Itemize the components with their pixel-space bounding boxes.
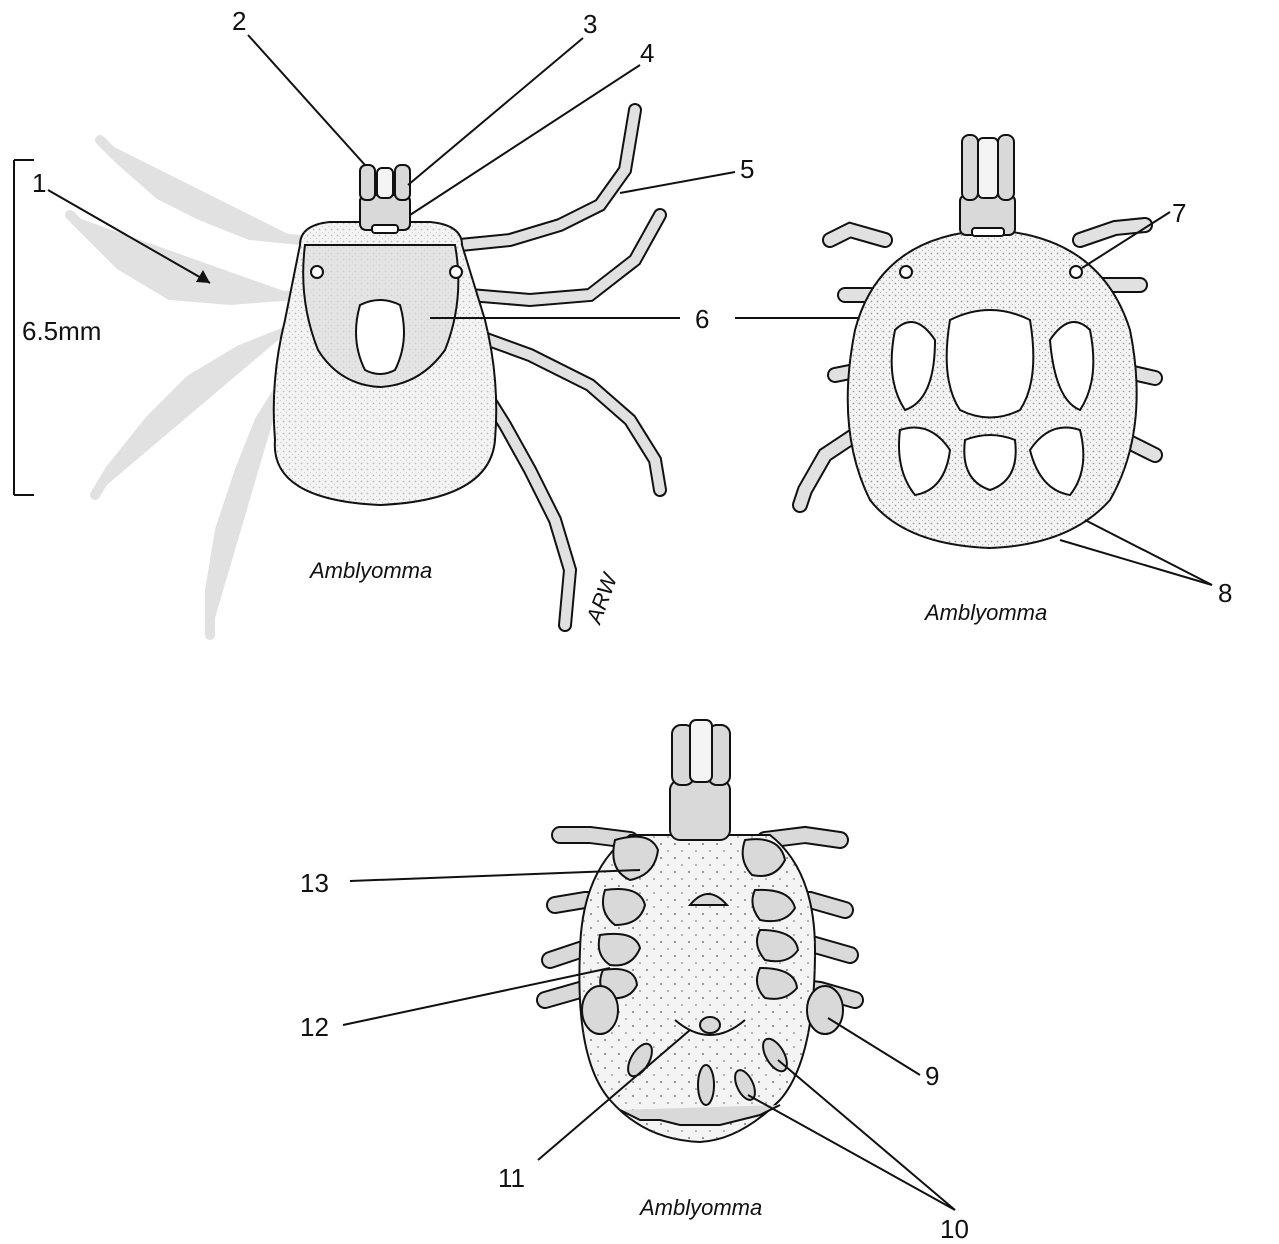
eye-left (311, 266, 323, 278)
callout-5: 5 (740, 154, 754, 184)
caption-dorsal-male: Amblyomma (308, 558, 432, 583)
scale-bar: 6.5mm (14, 160, 101, 495)
callout-8: 8 (1218, 578, 1232, 608)
scale-bar-label: 6.5mm (22, 316, 101, 346)
caption-dorsal-female: Amblyomma (923, 600, 1047, 625)
panel-dorsal-female: 7 8 Amblyomma (800, 135, 1232, 625)
callout-9: 9 (925, 1061, 939, 1091)
spiracular-plate-right (807, 986, 843, 1034)
anus (700, 1017, 720, 1033)
callout-11: 11 (498, 1163, 525, 1193)
callout-12: 12 (300, 1012, 329, 1042)
callout-4: 4 (640, 38, 654, 68)
callout-7: 7 (1172, 198, 1186, 228)
spiracular-plate-left (582, 986, 618, 1034)
artist-initials: ARW (581, 568, 623, 628)
callout-2: 2 (232, 6, 246, 36)
panel-ventral: 9 10 11 12 13 Amblyomma (300, 720, 969, 1244)
callout-10: 10 (940, 1214, 969, 1244)
legs-left (70, 140, 300, 635)
scutum-pale-pattern (356, 300, 404, 374)
panel-dorsal-male: 6.5mm (14, 6, 880, 635)
eye-left-female (900, 266, 912, 278)
callout-6: 6 (695, 304, 709, 334)
palp-right (395, 165, 410, 200)
caption-ventral: Amblyomma (638, 1195, 762, 1220)
eye-right-female (1070, 266, 1082, 278)
hypostome (377, 168, 393, 198)
callout-3: 3 (583, 9, 597, 39)
callout-1: 1 (32, 168, 46, 198)
eye-right (450, 266, 462, 278)
palp-left (360, 165, 375, 200)
callout-13: 13 (300, 868, 329, 898)
